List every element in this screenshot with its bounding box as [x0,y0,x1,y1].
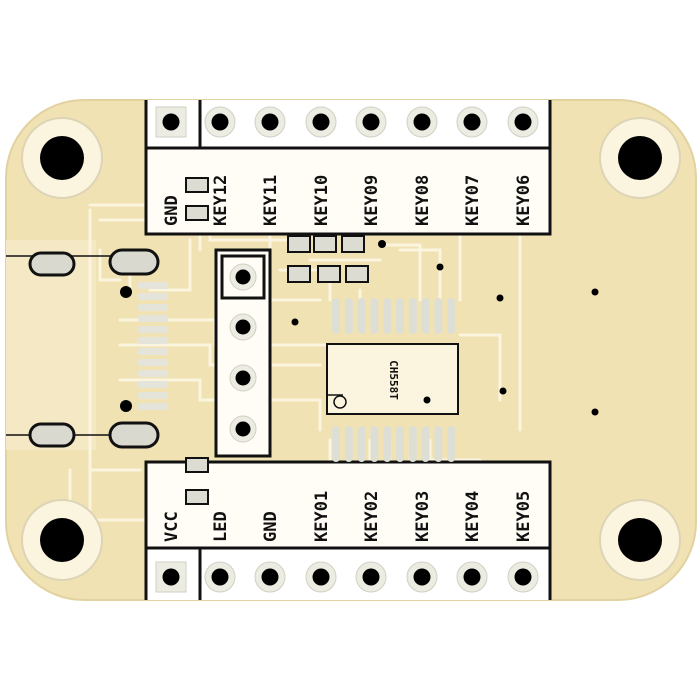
top-header-label-2: KEY12 [211,175,231,226]
bottom-header-label-6: KEY03 [413,491,433,542]
bottom-header-label-3: GND [261,511,281,542]
bottom-header-label-1: VCC [162,511,182,542]
bottom-header-label-7: KEY04 [463,491,483,542]
top-header-label-6: KEY08 [413,175,433,226]
top-header-label-8: KEY06 [514,175,534,226]
bottom-header-label-8: KEY05 [514,491,534,542]
vias [291,263,599,416]
smd-components [185,177,386,505]
bottom-header-label-4: KEY01 [312,491,332,542]
usb-connector [6,248,168,449]
bottom-header-label-2: LED [211,511,231,542]
programming-header [214,248,272,458]
top-header: GND KEY12 KEY11 KEY10 KEY09 KEY08 KEY07 KEY06 [144,100,552,236]
top-header-label-7: KEY07 [463,175,483,226]
bottom-header: VCC LED GND KEY01 KEY02 KEY03 KEY04 KEY05 [144,460,552,600]
mounting-holes [21,117,681,581]
top-header-label-4: KEY10 [312,175,332,226]
ic-chip: CH558T [326,298,459,462]
ic-label: CH558T [387,360,400,400]
top-header-label-3: KEY11 [261,175,281,226]
bottom-header-label-5: KEY02 [362,491,382,542]
top-header-label-1: GND [162,195,182,226]
top-header-label-5: KEY09 [362,175,382,226]
